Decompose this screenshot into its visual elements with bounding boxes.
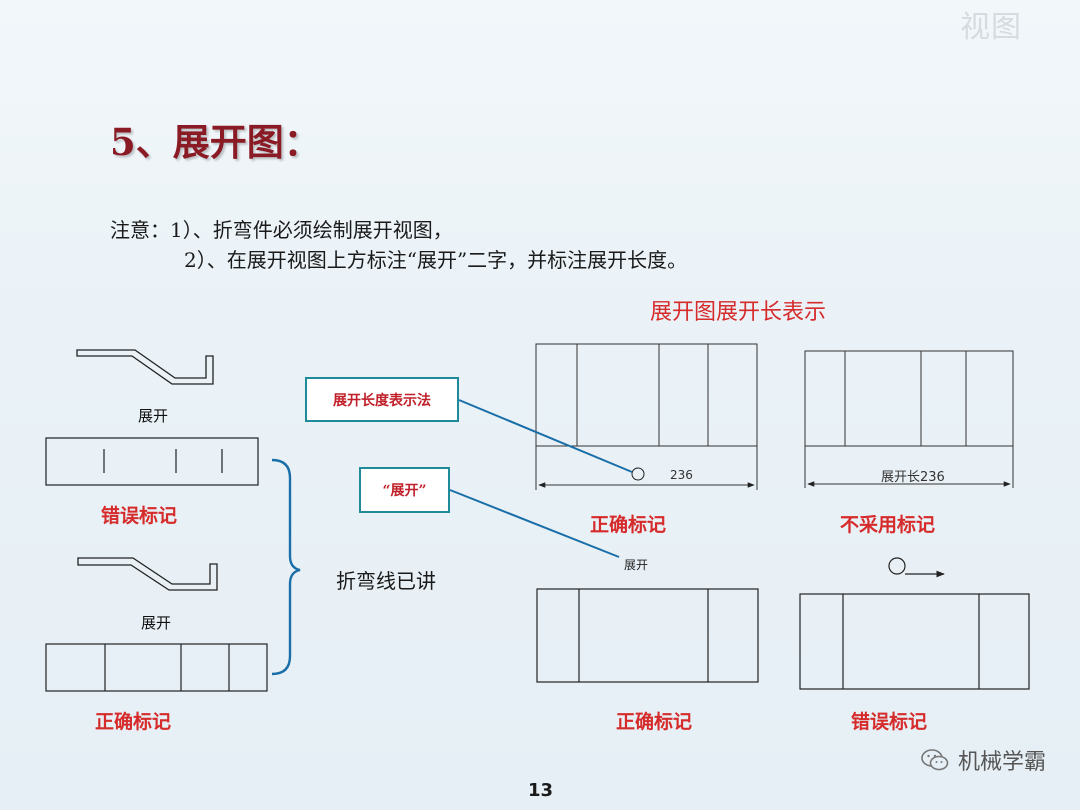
callout-zhankai: “展开”: [359, 467, 450, 513]
dimension-236: 236: [670, 468, 693, 482]
wechat-icon: [921, 749, 949, 771]
label-wrong-left: 错误标记: [101, 505, 178, 527]
callout-length-method: 展开长度表示法: [305, 377, 459, 422]
label-correct-left: 正确标记: [95, 711, 172, 733]
watermark: 视图: [960, 10, 1022, 45]
caption-zhankai-bottom: 展开: [141, 614, 172, 632]
slide-title: 5、展开图：: [110, 120, 321, 164]
label-correct-1: 正确标记: [590, 514, 667, 536]
right-drawing-2: [804, 350, 1014, 488]
dimension-zhankai-236: 展开长236: [881, 470, 945, 485]
right-drawing-3: [536, 588, 759, 683]
right-drawing-1: [535, 343, 758, 490]
flat-pattern-wrong: [45, 437, 259, 486]
bent-part-profile-top: [76, 349, 214, 385]
label-not-adopted: 不采用标记: [840, 514, 936, 536]
label-wrong-right: 错误标记: [851, 711, 928, 733]
note-line-1: 注意：1）、折弯件必须绘制展开视图，: [110, 218, 453, 242]
note-line-2: 2）、在展开视图上方标注“展开”二字，并标注展开长度。: [184, 248, 688, 272]
label-correct-2: 正确标记: [616, 711, 693, 733]
brand-logo: 机械学霸: [920, 744, 1046, 776]
right-drawing-4: [799, 557, 1030, 690]
page-number: 13: [528, 780, 554, 801]
flat-pattern-correct: [45, 643, 268, 692]
bend-line-note: 折弯线已讲: [336, 569, 436, 593]
section-title: 展开图展开长表示: [650, 300, 827, 325]
zhankai-text: 展开: [624, 558, 648, 572]
leader-line-zhankai: [449, 489, 620, 558]
caption-zhankai-top: 展开: [138, 407, 169, 425]
bent-part-profile-bottom: [77, 557, 218, 591]
brand-name: 机械学霸: [957, 750, 1046, 775]
brace: [271, 458, 301, 676]
leader-line-method: [458, 399, 633, 473]
